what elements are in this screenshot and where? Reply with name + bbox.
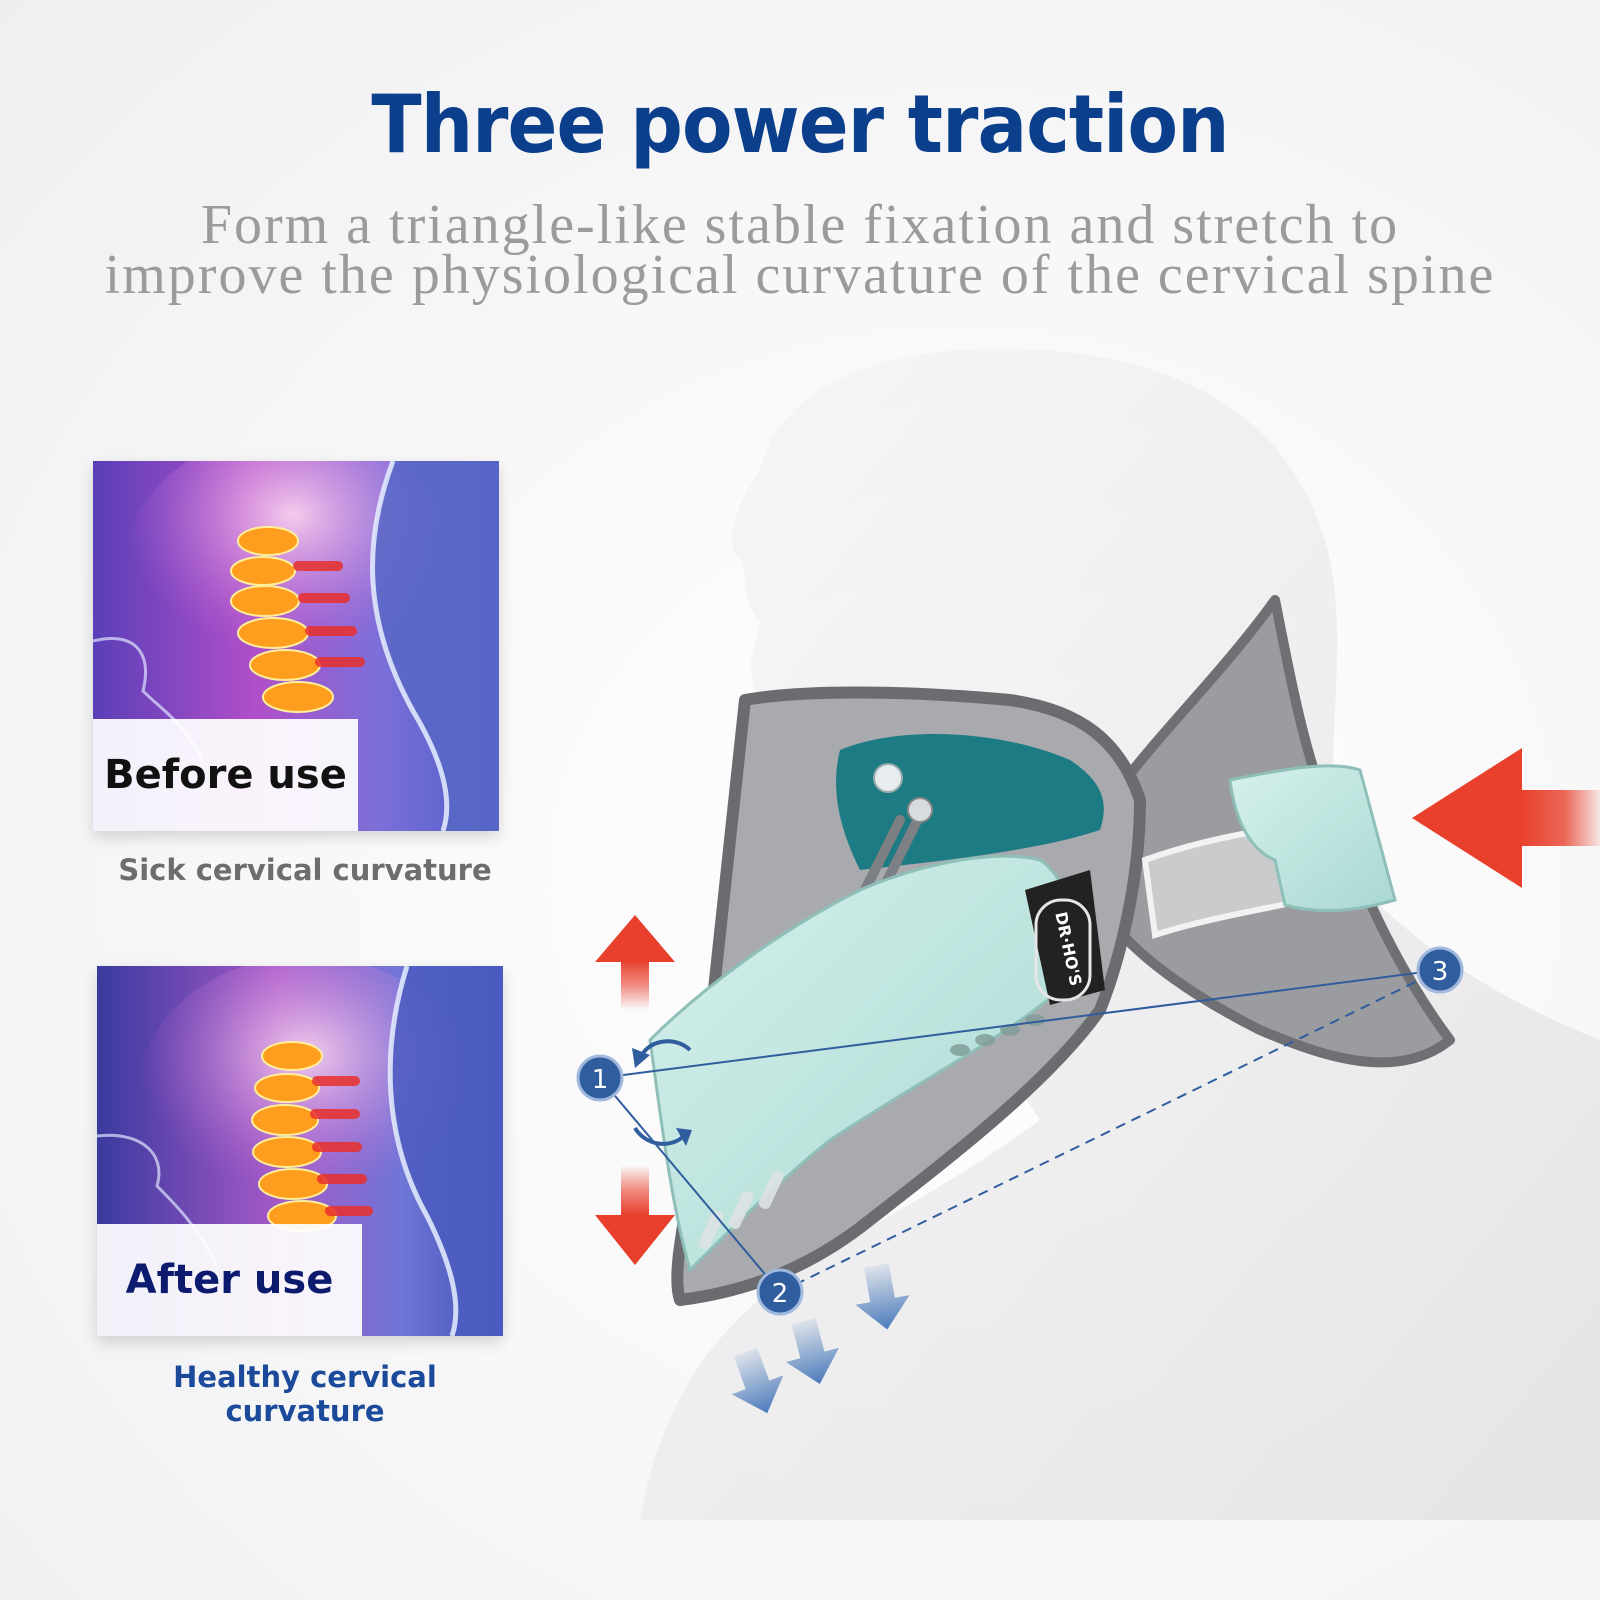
page-subtitle: Form a triangle-like stable fixation and… <box>40 194 1560 306</box>
push-arrow-icon <box>1412 748 1600 888</box>
point-1-label: 1 <box>592 1065 609 1095</box>
subtitle-line-2: improve the physiological curvature of t… <box>104 244 1496 306</box>
brace-chin-support <box>836 733 1104 870</box>
healthy-curvature-caption: Healthy cervical curvature <box>173 1360 437 1428</box>
before-use-label: Before use <box>93 719 358 831</box>
up-arrow-icon <box>595 915 675 1010</box>
neck-brace-illustration: DR·HO'S 1 2 3 <box>576 348 1600 1520</box>
point-3-label: 3 <box>1432 957 1449 987</box>
before-use-image: Before use <box>93 461 499 831</box>
rotate-arrow-icon <box>633 1126 687 1146</box>
sick-curvature-caption: Sick cervical curvature <box>118 853 492 887</box>
point-1-marker: 1 <box>576 1054 624 1102</box>
page-title: Three power traction <box>371 78 1229 171</box>
subtitle-line-1: Form a triangle-like stable fixation and… <box>200 194 1400 256</box>
diagonal-arrow-icon <box>731 1263 910 1414</box>
traction-lines <box>599 969 1441 1293</box>
point-3-marker: 3 <box>1416 946 1464 994</box>
after-use-image: After use <box>97 966 503 1336</box>
neck-xray-before <box>93 461 499 831</box>
down-arrow-icon <box>595 1165 675 1265</box>
brand-strap: DR·HO'S <box>1025 870 1105 1005</box>
brace-back-clip <box>1228 764 1397 912</box>
point-2-marker: 2 <box>756 1268 804 1316</box>
point-2-label: 2 <box>772 1279 789 1309</box>
after-use-label: After use <box>97 1224 362 1336</box>
